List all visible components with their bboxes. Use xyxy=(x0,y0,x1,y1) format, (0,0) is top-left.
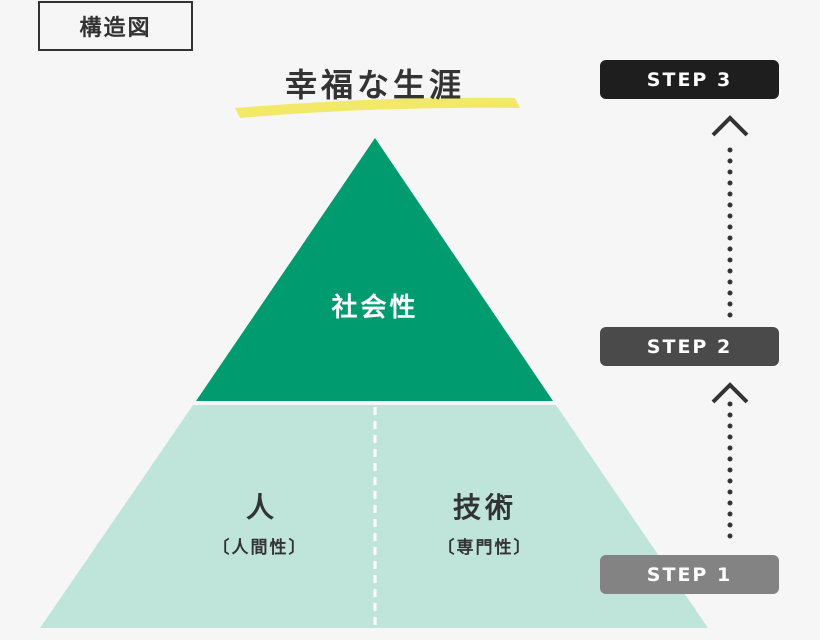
diagram-label: 構造図 xyxy=(38,1,193,51)
title-highlight xyxy=(235,97,520,118)
step-1-badge: STEP 1 xyxy=(600,555,779,594)
chevron-up-icon xyxy=(711,115,749,137)
pyramid-left-label: 人 xyxy=(245,491,274,524)
pyramid-right-label: 技術 xyxy=(452,491,517,524)
pyramid-base xyxy=(40,405,708,628)
chevron-up-icon xyxy=(711,382,749,404)
step-2-badge: STEP 2 xyxy=(600,327,779,366)
title: 幸福な生涯 xyxy=(284,66,465,104)
pyramid-top-label: 社会性 xyxy=(331,293,419,323)
pyramid-left-sub: 〔人間性〕 xyxy=(212,538,308,558)
pyramid-top-sociality xyxy=(196,138,553,401)
step-3-badge: STEP 3 xyxy=(600,60,779,99)
pyramid-right-sub: 〔専門性〕 xyxy=(437,538,533,558)
